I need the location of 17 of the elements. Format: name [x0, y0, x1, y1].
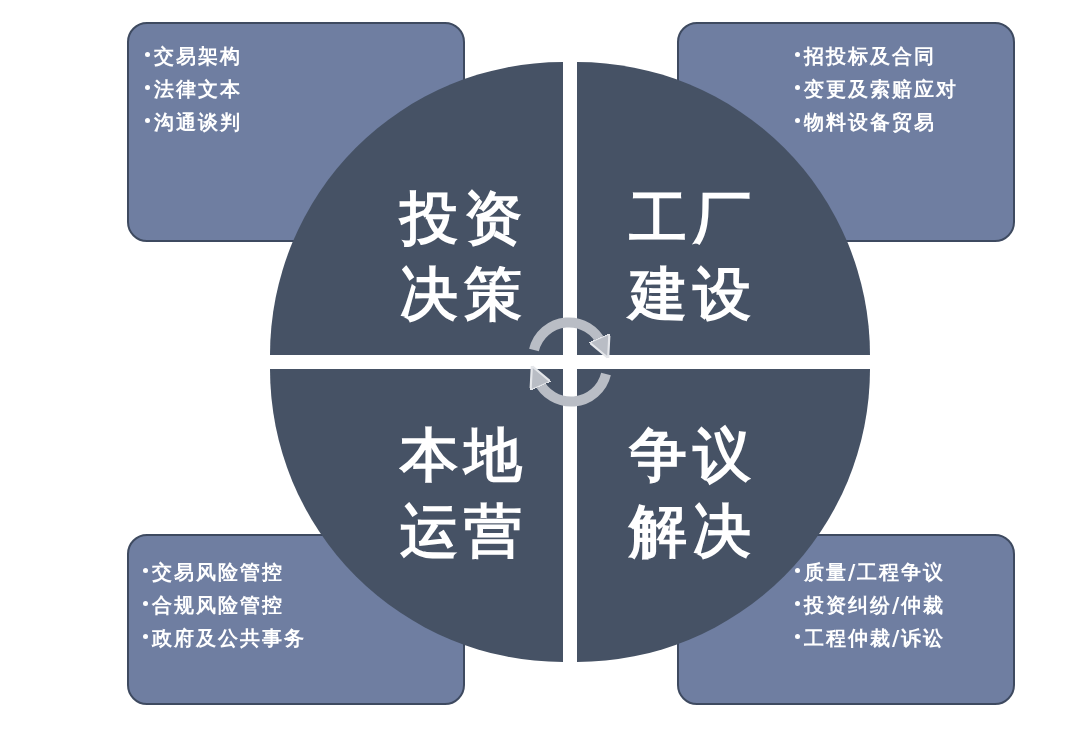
bullet-item: 交易风险管控	[152, 560, 284, 584]
segment-title: 争议解决	[629, 420, 757, 567]
bullet-item: 工程仲裁/诉讼	[804, 626, 946, 650]
bullet-item: 质量/工程争议	[804, 560, 946, 584]
bullet-item: 投资纠纷/仲裁	[804, 593, 946, 617]
cycle-arrow	[529, 317, 611, 359]
bullet-item: 法律文本	[154, 77, 242, 101]
bullet-item: 变更及索赔应对	[804, 77, 958, 101]
cycle-arrow	[529, 365, 611, 407]
bullet-item: 沟通谈判	[154, 110, 242, 134]
bullet-item: 政府及公共事务	[152, 626, 306, 650]
segment-title: 本地运营	[400, 420, 528, 567]
bullet-item: 招投标及合同	[804, 44, 936, 68]
bullet-item: 交易架构	[154, 44, 242, 68]
bullet-item: 物料设备贸易	[804, 110, 936, 134]
bullet-item: 合规风险管控	[152, 593, 284, 617]
segment-title: 投资决策	[400, 183, 528, 330]
